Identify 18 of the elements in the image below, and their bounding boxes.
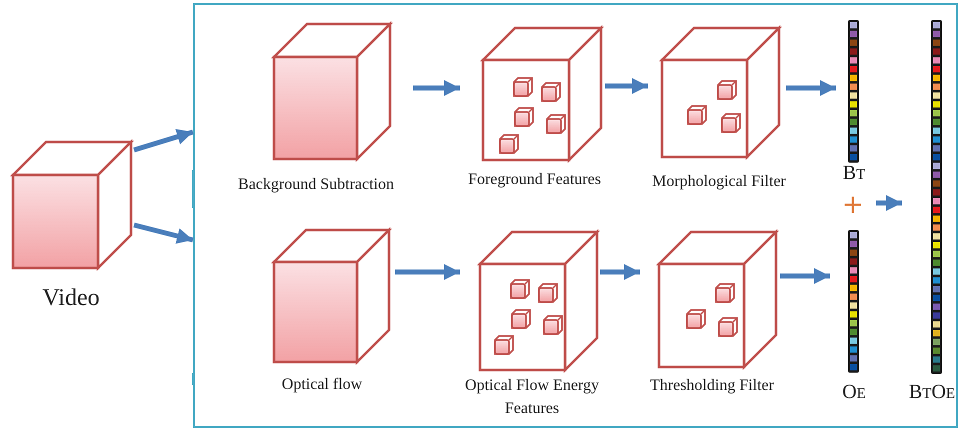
step-label: Background Subtraction (237, 175, 395, 195)
step-label: Thresholding Filter (649, 376, 775, 396)
arrow (133, 129, 194, 152)
step-label: Video (41, 284, 101, 313)
arrow (133, 222, 194, 244)
arrow (786, 80, 836, 96)
arrow (780, 268, 830, 284)
step-label: Optical Flow Energy Features (464, 376, 600, 419)
plus-sign: + (842, 190, 862, 220)
arrow (413, 80, 460, 96)
arrow (605, 78, 648, 94)
step-label: Morphological Filter (651, 172, 787, 192)
step-label: Optical flow (280, 375, 364, 395)
arrow (600, 264, 640, 280)
arrow (876, 195, 902, 211)
arrow (395, 264, 460, 280)
pipeline-panel (193, 3, 958, 428)
step-label: Foreground Features (467, 170, 602, 190)
